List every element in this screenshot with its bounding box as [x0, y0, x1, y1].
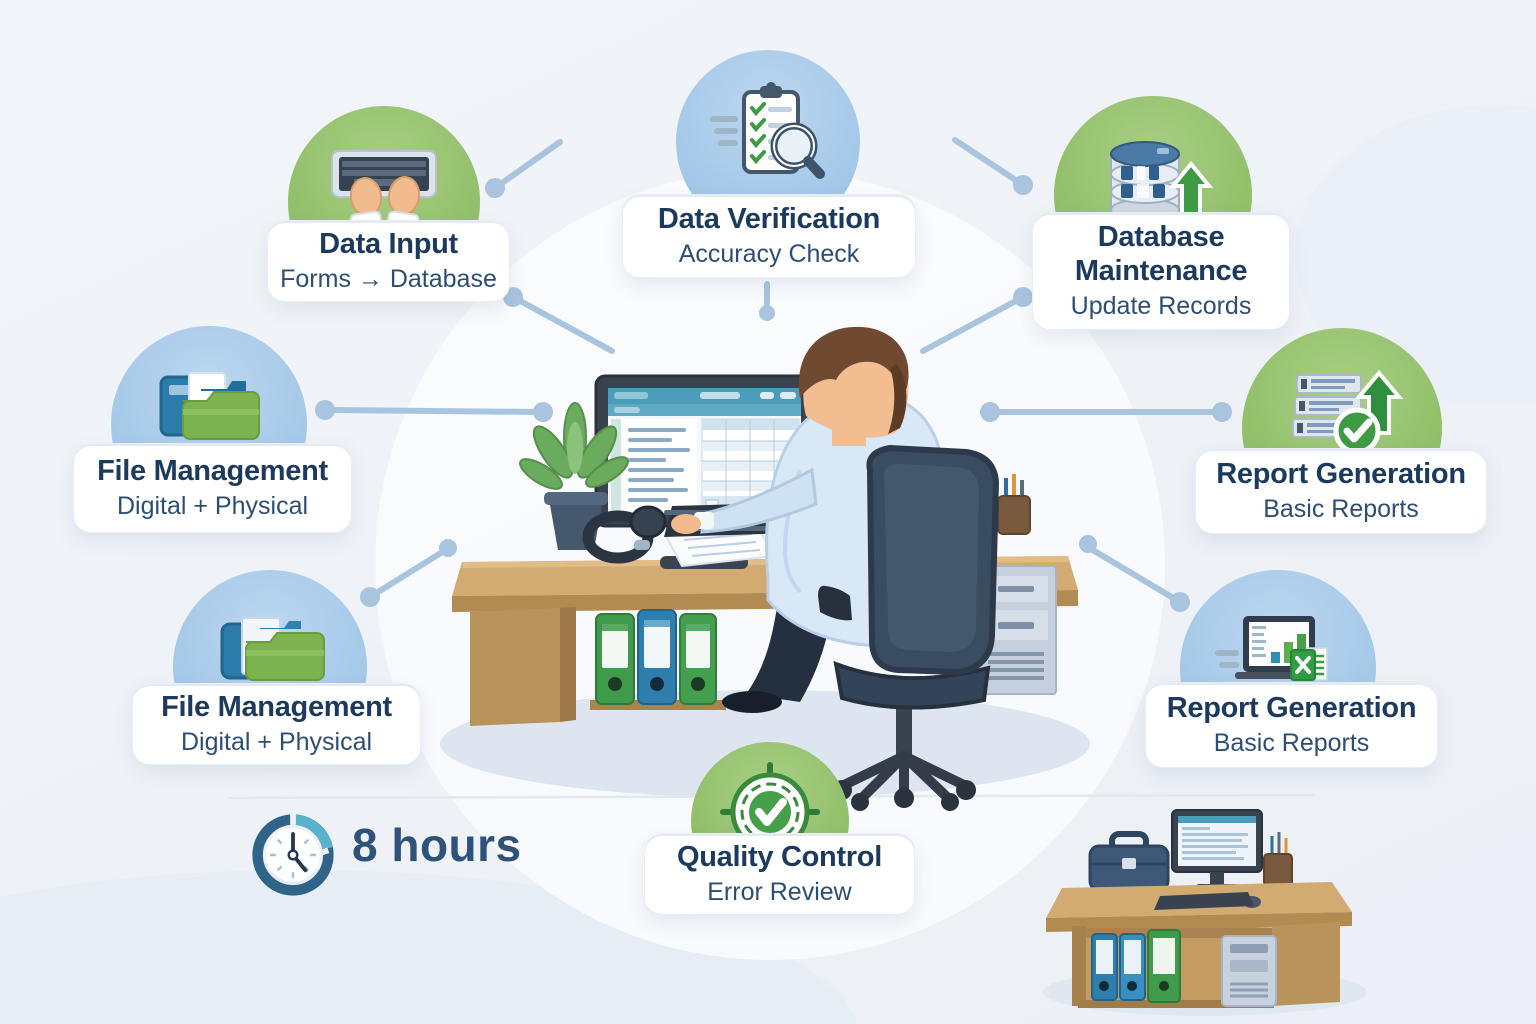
node-title: Report Generation	[1166, 691, 1417, 724]
report-stack-check-icon	[1292, 369, 1404, 455]
worker-shoe	[722, 691, 782, 713]
mini-desk-pad	[1154, 892, 1254, 910]
node-title: Quality Control	[677, 840, 882, 873]
clock-icon	[252, 813, 334, 896]
node-subtitle: Error Review	[707, 878, 852, 907]
plant	[519, 402, 629, 550]
worker-hand	[671, 514, 701, 534]
data-input-card: Data Input Forms → Database	[267, 220, 510, 302]
office-chair	[818, 444, 1000, 811]
data-verification-card: Data Verification Accuracy Check	[622, 194, 916, 278]
folders-icon	[220, 617, 325, 681]
node-title: File Management	[97, 454, 328, 487]
file-management-upper-dome	[111, 326, 307, 522]
node-title: Data Input	[319, 227, 458, 260]
node-title: File Management	[161, 690, 392, 723]
node-title: Data Verification	[657, 202, 881, 235]
pen-cup	[997, 474, 1031, 535]
node-subtitle: Digital + Physical	[116, 492, 309, 521]
node-subtitle: Digital + Physical	[180, 728, 373, 757]
node-subtitle: Accuracy Check	[678, 240, 860, 269]
clipboard-magnifier-icon	[710, 82, 825, 179]
mini-monitor	[1171, 809, 1263, 891]
report-generation-upper-card: Report Generation Basic Reports	[1195, 448, 1487, 534]
file-management-upper-card: File Management Digital + Physical	[73, 443, 352, 533]
notepad-lines	[683, 533, 761, 557]
folders-icon	[159, 372, 260, 440]
quality-control-card: Quality Control Error Review	[644, 833, 915, 915]
report-generation-lower-card: Report Generation Basic Reports	[1145, 682, 1438, 768]
chair-seat	[833, 660, 991, 710]
file-cabinet	[975, 565, 1057, 695]
file-management-lower-card: File Management Digital + Physical	[132, 683, 421, 765]
mini-pen-cup	[1263, 832, 1293, 887]
node-title: Report Generation	[1216, 457, 1466, 490]
node-subtitle: Update Records	[1070, 292, 1252, 321]
laptop-chart-excel-icon	[1215, 616, 1328, 681]
chair-armrest	[818, 585, 852, 621]
mini-pc-tower	[1221, 935, 1277, 1007]
binders	[595, 609, 717, 705]
worker-arm	[700, 467, 818, 534]
mini-binders	[1091, 929, 1181, 1003]
duration-label: 8 hours	[352, 819, 522, 871]
database-maintenance-card: Database Maintenance Update Records	[1032, 212, 1290, 330]
connector-lines	[315, 137, 1232, 779]
mini-desk	[1046, 809, 1352, 1008]
database-up-arrow-icon	[1110, 141, 1214, 222]
node-subtitle: Basic Reports	[1263, 495, 1419, 524]
mini-briefcase	[1088, 831, 1170, 892]
node-subtitle: Basic Reports	[1213, 729, 1370, 758]
headphones	[582, 505, 667, 564]
node-title: Database Maintenance	[1074, 220, 1248, 287]
node-subtitle: Forms → Database	[280, 265, 497, 294]
worker-hair	[798, 326, 909, 398]
target-check-icon	[720, 762, 820, 862]
